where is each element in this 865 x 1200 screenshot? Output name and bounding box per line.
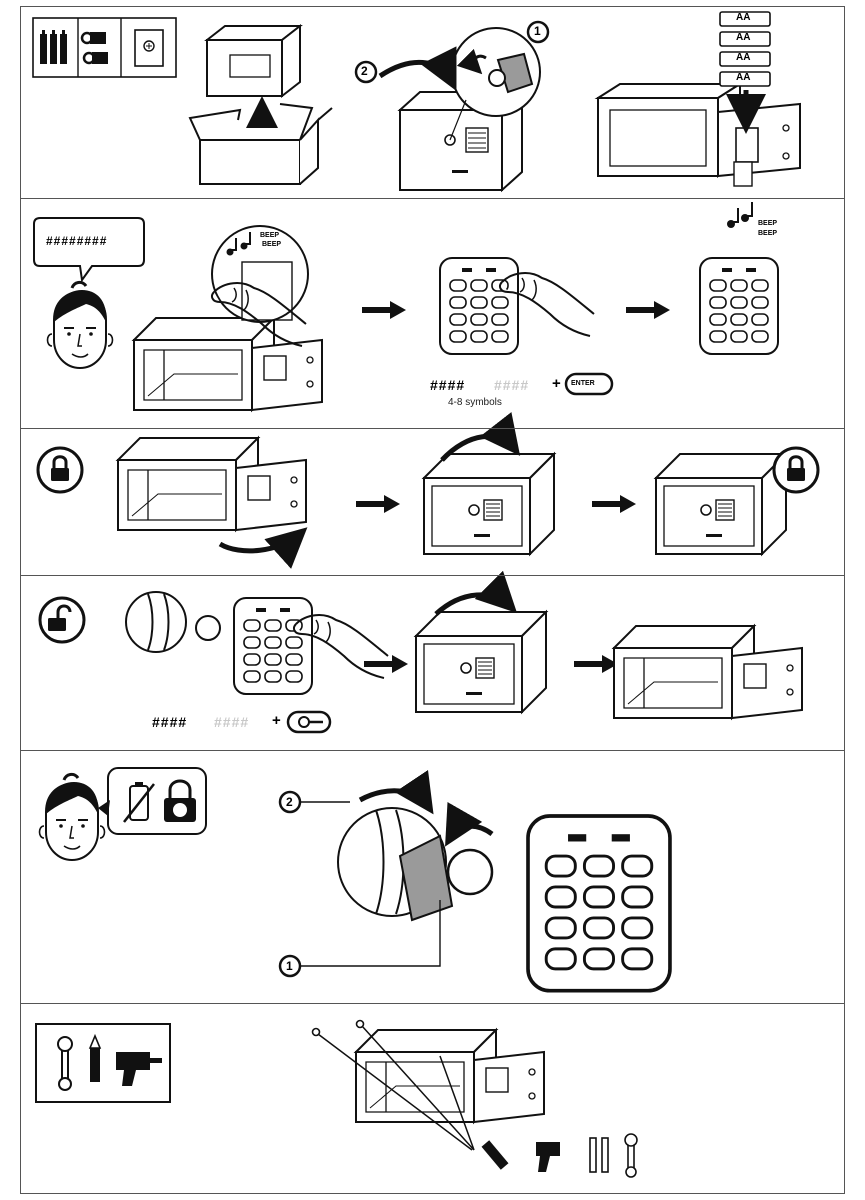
- beep-label: BEEP: [758, 230, 778, 237]
- enter-key-label: ENTER: [571, 380, 595, 387]
- panel-divider: [20, 750, 845, 751]
- beep-label: BEEP: [260, 232, 280, 239]
- battery-label: AA: [736, 32, 751, 43]
- panel-divider: [20, 428, 845, 429]
- beep-label: BEEP: [758, 220, 778, 227]
- callout-number: 2: [286, 795, 293, 809]
- panel-divider: [20, 1003, 845, 1004]
- code-optional: ####: [494, 377, 530, 393]
- code-optional: ####: [214, 714, 250, 730]
- callout-number: 2: [361, 64, 368, 78]
- plus-sign: +: [552, 375, 561, 392]
- callout-number: 1: [286, 959, 293, 973]
- instruction-sheet: [20, 6, 845, 1194]
- plus-sign: +: [272, 712, 281, 729]
- code-length-hint: 4-8 symbols: [448, 397, 502, 408]
- battery-label: AA: [736, 12, 751, 23]
- speech-bubble-code: ########: [46, 234, 108, 248]
- panel-divider: [20, 575, 845, 576]
- battery-label: AA: [736, 52, 751, 63]
- callout-number: 1: [534, 24, 541, 38]
- code-entered: ####: [430, 377, 466, 393]
- code-entered: ####: [152, 714, 188, 730]
- panel-divider: [20, 198, 845, 199]
- beep-label: BEEP: [262, 241, 282, 248]
- battery-label: AA: [736, 72, 751, 83]
